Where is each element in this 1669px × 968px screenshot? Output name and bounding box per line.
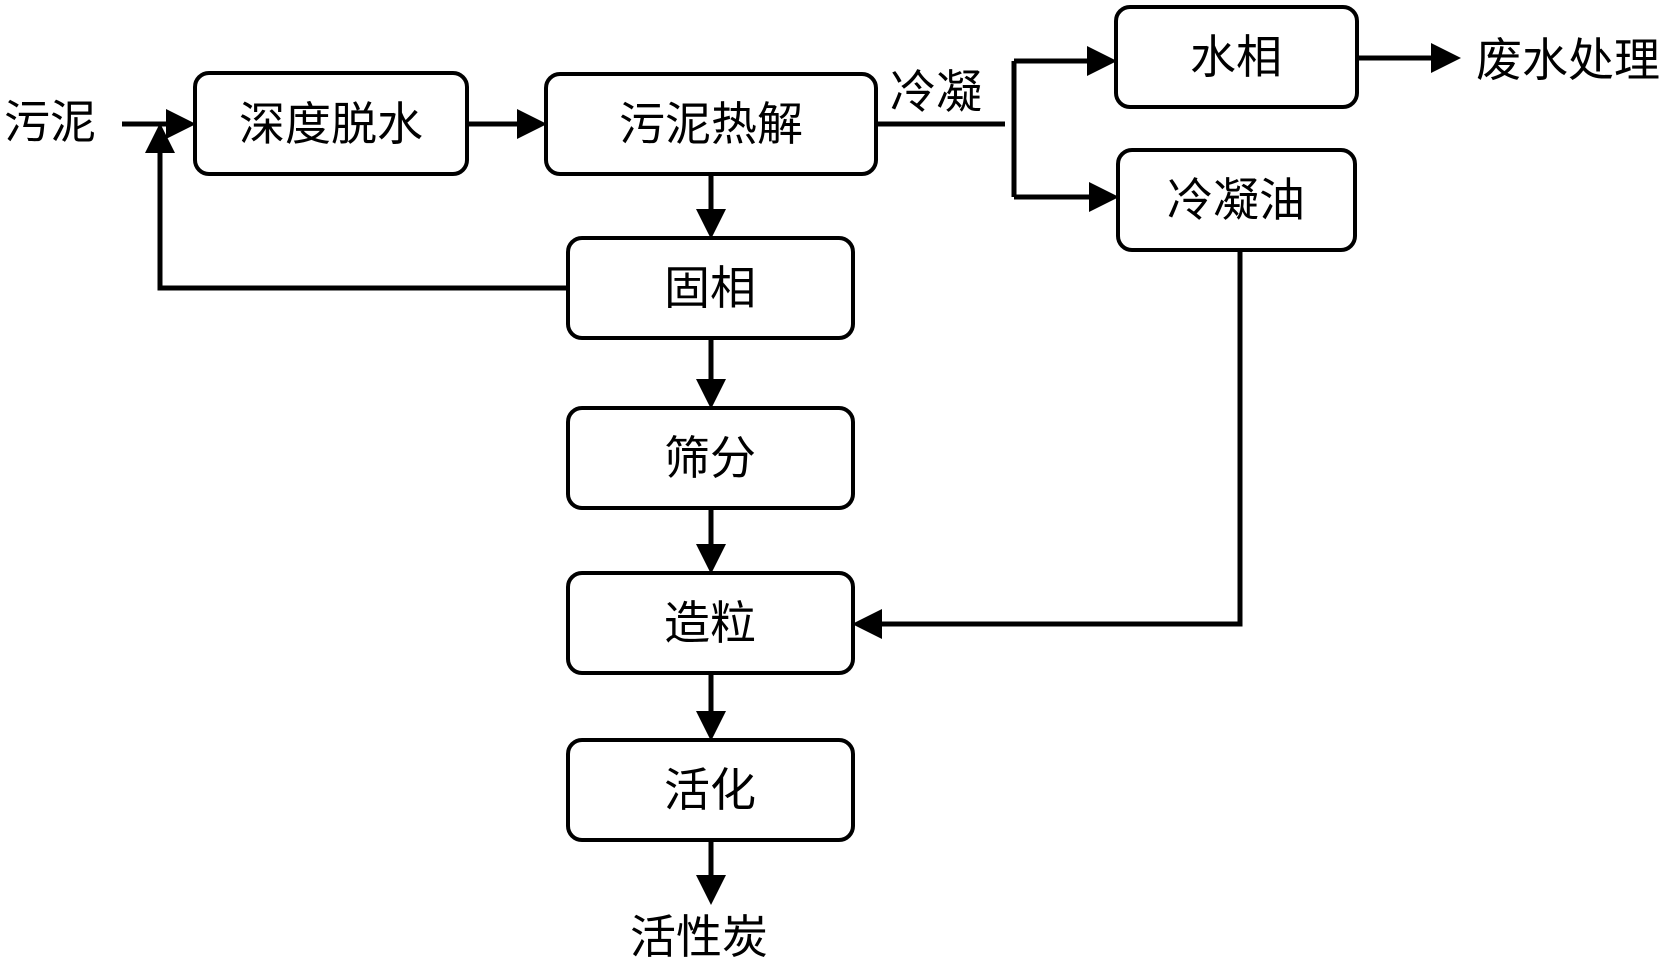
node-sludge-pyrolysis-label: 污泥热解 bbox=[619, 97, 803, 151]
node-water-phase: 水相 bbox=[1114, 5, 1359, 109]
node-granulation: 造粒 bbox=[566, 571, 855, 675]
node-screening: 筛分 bbox=[566, 406, 855, 510]
node-water-phase-label: 水相 bbox=[1190, 30, 1282, 84]
wastewater-treatment-label: 废水处理 bbox=[1476, 33, 1660, 87]
node-screening-label: 筛分 bbox=[664, 431, 756, 485]
node-solid-phase: 固相 bbox=[566, 236, 855, 340]
node-activation: 活化 bbox=[566, 738, 855, 842]
node-condensed-oil: 冷凝油 bbox=[1116, 148, 1357, 252]
node-activation-label: 活化 bbox=[664, 763, 756, 817]
node-granulation-label: 造粒 bbox=[664, 596, 756, 650]
edge-solid-phase-recycle bbox=[145, 123, 568, 291]
input-label-sludge: 污泥 bbox=[4, 95, 96, 149]
node-sludge-pyrolysis: 污泥热解 bbox=[544, 72, 878, 176]
node-deep-dewatering-label: 深度脱水 bbox=[239, 97, 423, 151]
edge-oil-to-granulation bbox=[852, 250, 1243, 639]
activated-carbon-label: 活性炭 bbox=[630, 910, 768, 964]
node-solid-phase-label: 固相 bbox=[664, 261, 756, 315]
node-condensed-oil-label: 冷凝油 bbox=[1167, 173, 1305, 227]
node-deep-dewatering: 深度脱水 bbox=[193, 71, 469, 176]
condensation-label: 冷凝 bbox=[890, 65, 982, 119]
